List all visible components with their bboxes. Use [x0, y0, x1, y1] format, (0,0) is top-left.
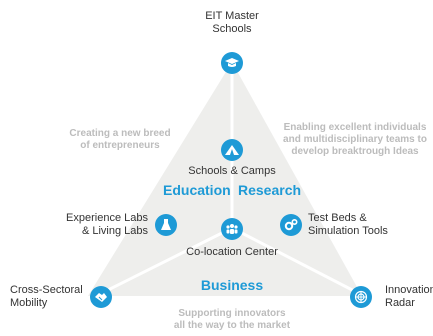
node-cross-sectoral-label: Cross-Sectoral Mobility [10, 284, 83, 310]
node-eit-master-schools-label: EIT Master Schools [205, 10, 259, 36]
lab-flask-icon [155, 214, 177, 236]
caption-bottom: Supporting innovators all the way to the… [174, 308, 290, 332]
caption-right: Enabling excellent individuals and multi… [283, 122, 427, 158]
caption-left-line1: Creating a new breed [69, 128, 171, 139]
node-experience-labs-label: Experience Labs & Living Labs [58, 212, 148, 238]
area-business-label: Business [200, 277, 264, 293]
node-test-beds-line2: Simulation Tools [308, 225, 388, 237]
divider-right [231, 226, 361, 296]
area-education-label: Education [163, 182, 231, 198]
radar-icon [350, 286, 372, 308]
people-group-icon [221, 218, 243, 240]
node-test-beds-label: Test Beds & Simulation Tools [308, 212, 388, 238]
gears-icon [280, 214, 302, 236]
node-cross-sectoral-line2: Mobility [10, 297, 48, 309]
area-research-label: Research [238, 182, 302, 198]
node-schools-camps-label: Schools & Camps [188, 165, 276, 177]
triangle-shape [88, 62, 362, 296]
node-cross-sectoral-line1: Cross-Sectoral [10, 284, 83, 296]
node-innovation-radar-label: Innovation Radar [385, 284, 433, 310]
handshake-icon [90, 286, 112, 308]
node-test-beds-line1: Test Beds & [308, 212, 367, 224]
node-experience-labs-line1: Experience Labs [66, 212, 148, 224]
caption-bottom-line1: Supporting innovators [178, 308, 286, 319]
node-colocation-center-label: Co-location Center [186, 246, 278, 258]
tent-icon [221, 139, 243, 161]
caption-right-line3: develop breaktrough Ideas [291, 146, 419, 157]
caption-bottom-line2: all the way to the market [173, 320, 291, 331]
caption-right-line2: and multidisciplinary teams to [283, 134, 427, 145]
divider-left [99, 226, 233, 296]
graduation-cap-icon [221, 52, 243, 74]
node-eit-master-schools-line1: EIT Master [205, 10, 259, 22]
node-innovation-radar-line1: Innovation [385, 284, 433, 296]
caption-right-line1: Enabling excellent individuals [283, 122, 427, 133]
caption-left-line2: of entrepreneurs [80, 140, 160, 151]
node-innovation-radar-line2: Radar [385, 297, 415, 309]
caption-left: Creating a new breed of entrepreneurs [69, 128, 170, 152]
node-experience-labs-line2: & Living Labs [81, 225, 148, 237]
node-eit-master-schools-line2: Schools [212, 23, 252, 35]
